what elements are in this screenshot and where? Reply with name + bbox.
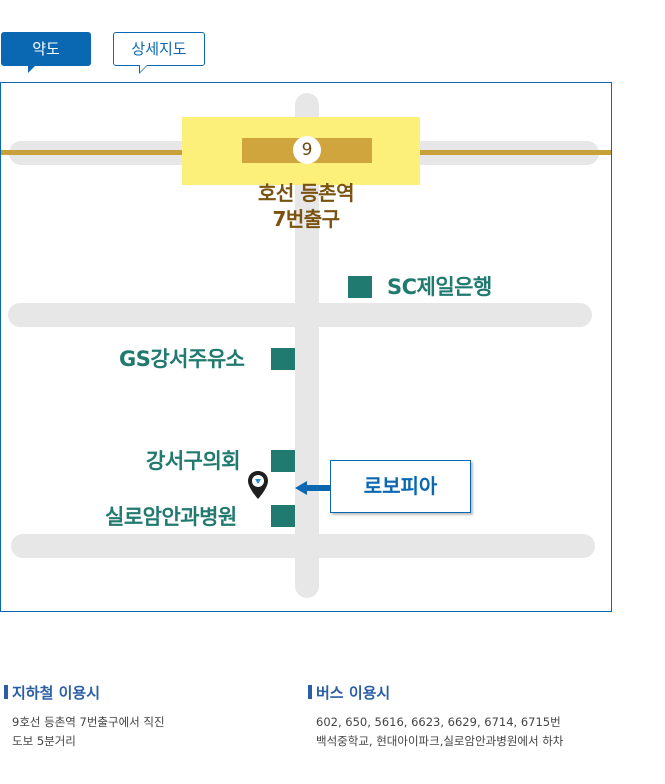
subway-info-title: 지하철 이용시 xyxy=(4,683,100,703)
gangseo-council-marker xyxy=(271,450,295,472)
gangseo-council-label: 강서구의회 xyxy=(146,449,241,473)
arrow-left-icon xyxy=(295,481,331,495)
subway-title-text: 지하철 이용시 xyxy=(12,684,101,702)
gs-station-marker xyxy=(271,348,295,370)
road-bottom xyxy=(11,534,595,558)
road-middle xyxy=(8,303,592,327)
station-name-line1: 호선 등촌역 xyxy=(258,181,354,205)
bus-info-text: 602, 650, 5616, 6623, 6629, 6714, 6715번 … xyxy=(316,713,563,751)
destination-box: 로보피아 xyxy=(330,460,471,513)
silo-hospital-label: 실로암안과병원 xyxy=(105,505,237,529)
subway-info-text: 9호선 등촌역 7번출구에서 직진 도보 5분거리 xyxy=(12,713,165,751)
tab-detail-map[interactable]: 상세지도 xyxy=(113,32,205,74)
sc-bank-marker xyxy=(348,276,372,298)
map-panel: 9 호선 등촌역 7번출구 SC제일은행 GS강서주유소 강서구의회 실로암안과… xyxy=(0,82,612,612)
station-name: 호선 등촌역 7번출구 xyxy=(231,180,381,232)
location-pin-icon xyxy=(248,471,268,499)
bus-line1: 602, 650, 5616, 6623, 6629, 6714, 6715번 xyxy=(316,715,561,729)
sc-bank-label: SC제일은행 xyxy=(387,275,492,299)
bus-line2: 백석중학교, 현대아이파크,실로암안과병원에서 하차 xyxy=(316,734,564,748)
station-exit: 7번출구 xyxy=(272,207,340,231)
silo-hospital-marker xyxy=(271,505,295,527)
tab-simple-map[interactable]: 약도 xyxy=(1,32,91,73)
gs-station-label: GS강서주유소 xyxy=(119,347,245,371)
subway-line1: 9호선 등촌역 7번출구에서 직진 xyxy=(12,715,165,729)
line-number-badge: 9 xyxy=(293,136,321,164)
bus-title-text: 버스 이용시 xyxy=(316,684,391,702)
bus-title-bar xyxy=(308,685,312,699)
subway-line2: 도보 5분거리 xyxy=(12,734,76,748)
bus-info-title: 버스 이용시 xyxy=(308,683,390,703)
subway-title-bar xyxy=(4,685,8,699)
